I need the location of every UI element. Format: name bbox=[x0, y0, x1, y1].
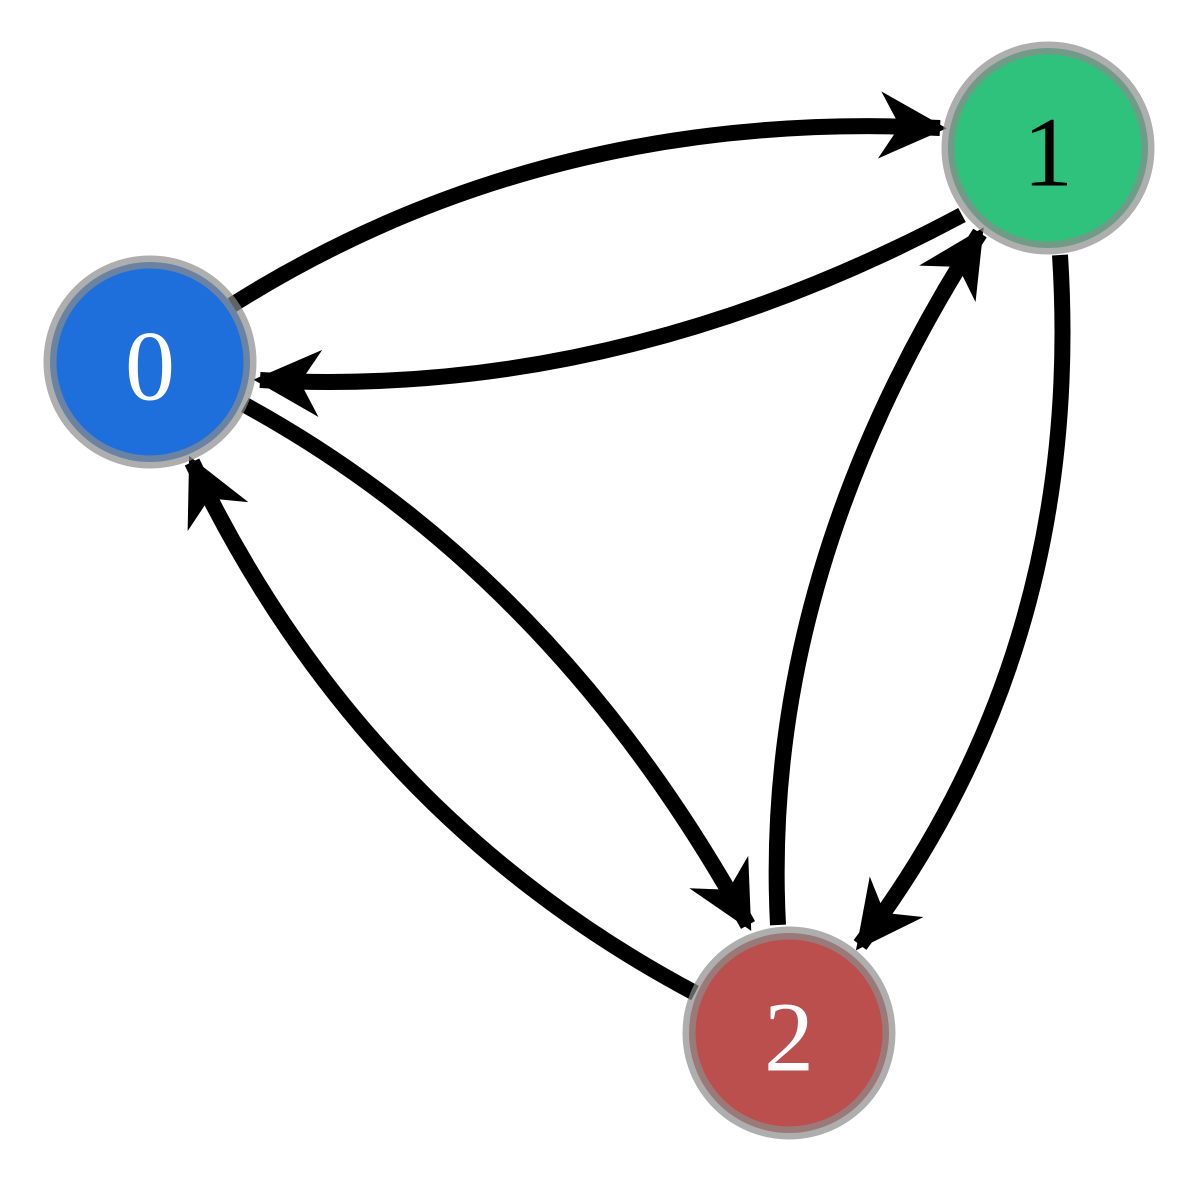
edge-1-to-0 bbox=[253, 207, 966, 417]
edge-2-to-0 bbox=[184, 455, 699, 1001]
edge-1-to-2 bbox=[853, 254, 1071, 951]
edge-0-to-1 bbox=[227, 91, 947, 312]
node-1: 1 bbox=[941, 41, 1155, 255]
node-2-label: 2 bbox=[764, 982, 814, 1093]
node-2-circle bbox=[682, 926, 896, 1140]
node-0-label: 0 bbox=[125, 311, 175, 422]
node-1-circle bbox=[941, 41, 1155, 255]
edge-layer bbox=[184, 91, 1071, 1001]
node-2: 2 bbox=[682, 926, 896, 1140]
node-0: 0 bbox=[43, 255, 257, 469]
edge-0-to-2 bbox=[241, 397, 756, 931]
node-1-label: 1 bbox=[1023, 97, 1073, 208]
edge-2-to-1 bbox=[768, 227, 987, 926]
node-0-circle bbox=[43, 255, 257, 469]
